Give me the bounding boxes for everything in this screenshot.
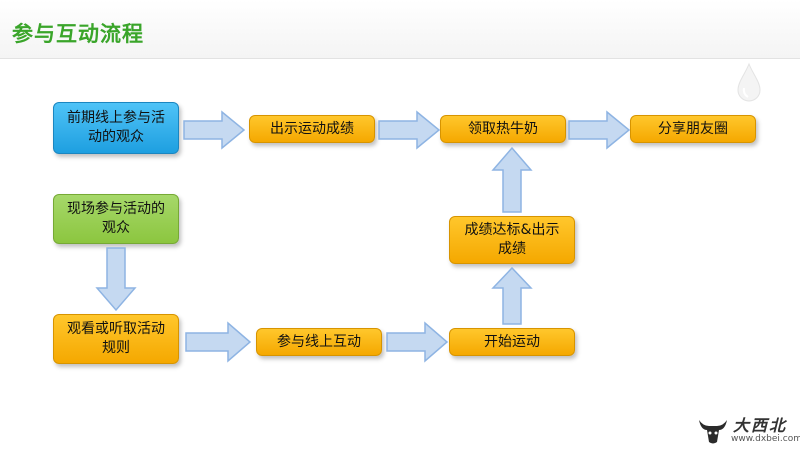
- ox-head-icon: [699, 420, 727, 444]
- arrow-up-qualified-to-milk: [491, 146, 533, 213]
- node-online-audience: 前期线上参与活动的观众: [53, 102, 179, 154]
- node-watch-rules: 观看或听取活动规则: [53, 314, 179, 364]
- watermark-logo: 大西北 www.dxbei.com: [697, 412, 800, 450]
- arrow-up-start-to-qualified: [491, 266, 533, 325]
- arrow-right-interact-to-start: [386, 321, 449, 363]
- slide-title: 参与互动流程: [12, 22, 144, 46]
- node-show-result: 出示运动成绩: [249, 115, 375, 143]
- arrow-right-online-to-result: [183, 110, 246, 150]
- arrow-right-rules-to-interact: [185, 321, 252, 363]
- watermark-name: 大西北: [733, 416, 788, 435]
- arrow-right-result-to-milk: [378, 110, 441, 150]
- water-drop-decoration: [737, 62, 761, 102]
- node-start-exercise: 开始运动: [449, 328, 575, 356]
- node-online-interact: 参与线上互动: [256, 328, 382, 356]
- node-onsite-audience: 现场参与活动的观众: [53, 194, 179, 244]
- node-result-qualified: 成绩达标&出示成绩: [449, 216, 575, 264]
- slide-header: 参与互动流程: [0, 0, 800, 59]
- node-get-milk: 领取热牛奶: [440, 115, 566, 143]
- watermark-url: www.dxbei.com: [731, 434, 800, 444]
- node-share-moments: 分享朋友圈: [630, 115, 756, 143]
- arrow-down-onsite-to-rules: [95, 247, 137, 312]
- arrow-right-milk-to-share: [568, 110, 631, 150]
